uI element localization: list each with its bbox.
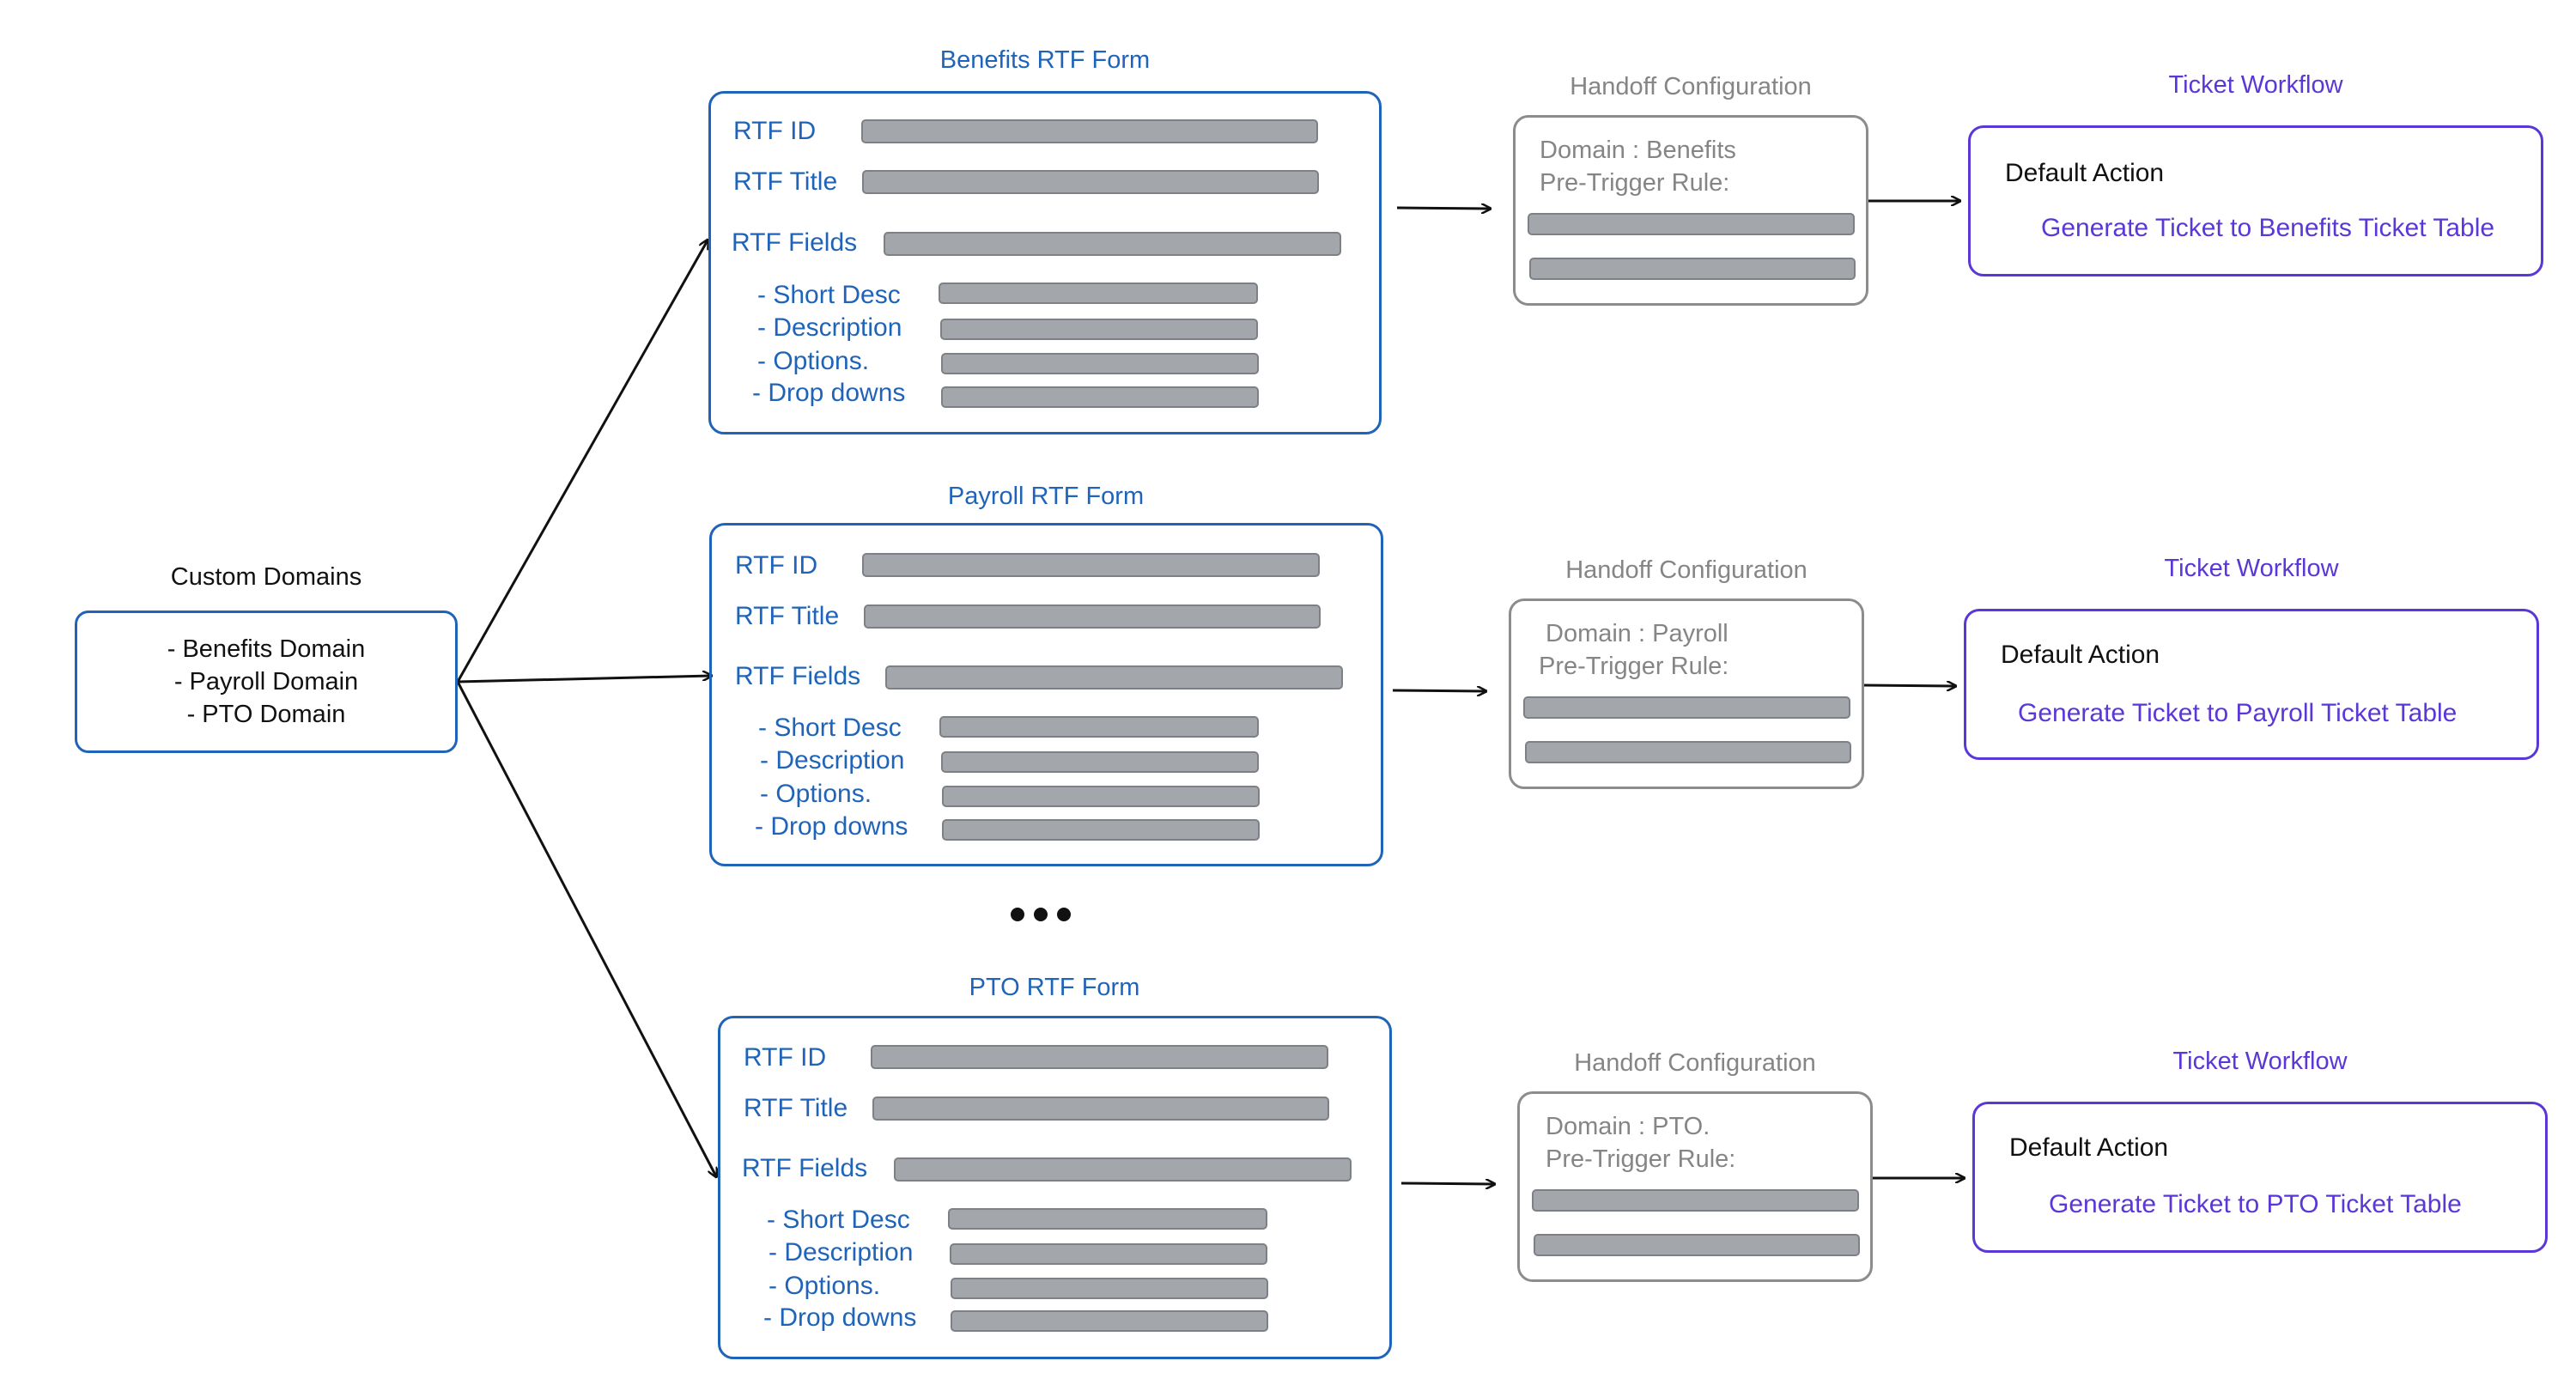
benefits-ticket-workflow: Default Action Generate Ticket to Benefi… (1968, 125, 2543, 276)
pto-handoff-title: Handoff Configuration (1574, 1049, 1816, 1077)
rtf-title-field[interactable] (872, 1097, 1329, 1121)
drop-downs-label: - Drop downs (755, 812, 908, 841)
description-field[interactable] (941, 751, 1259, 773)
arrow-payroll-form-to-handoff (1392, 690, 1485, 691)
domain-item-pto: - PTO Domain (186, 701, 346, 728)
handoff-rule-field-2[interactable] (1534, 1234, 1860, 1256)
handoff-domain-text: Domain : Payroll (1546, 620, 1728, 647)
rtf-id-label: RTF ID (735, 551, 818, 580)
payroll-handoff-config: Domain : Payroll Pre-Trigger Rule: (1509, 598, 1864, 789)
rtf-fields-field[interactable] (894, 1157, 1352, 1182)
options-field[interactable] (951, 1278, 1268, 1299)
benefits-rtf-form: RTF ID RTF Title RTF Fields - Short Desc… (708, 91, 1382, 434)
custom-domains-title: Custom Domains (170, 563, 362, 591)
drop-downs-label: - Drop downs (752, 379, 906, 407)
short-desc-field[interactable] (939, 282, 1258, 304)
generate-ticket-text: Generate Ticket to Payroll Ticket Table (2018, 699, 2458, 727)
handoff-rule-text: Pre-Trigger Rule: (1539, 653, 1729, 680)
generate-ticket-text: Generate Ticket to Benefits Ticket Table (2041, 214, 2495, 242)
rtf-title-label: RTF Title (735, 602, 840, 630)
rtf-id-field[interactable] (862, 553, 1320, 577)
rtf-title-label: RTF Title (733, 167, 838, 196)
handoff-rule-text: Pre-Trigger Rule: (1546, 1145, 1736, 1173)
description-field[interactable] (950, 1243, 1267, 1265)
handoff-domain-text: Domain : PTO. (1546, 1113, 1710, 1140)
options-label: - Options. (769, 1272, 881, 1300)
drop-downs-field[interactable] (951, 1310, 1268, 1332)
short-desc-label: - Short Desc (767, 1206, 910, 1234)
rtf-id-label: RTF ID (733, 117, 817, 145)
arrow-benefits-form-to-handoff (1396, 208, 1490, 209)
benefits-handoff-title: Handoff Configuration (1570, 73, 1812, 100)
ellipsis-dot-3 (1057, 908, 1071, 921)
benefits-workflow-title: Ticket Workflow (2168, 71, 2343, 99)
domain-item-payroll: - Payroll Domain (173, 668, 359, 696)
benefits-form-title: Benefits RTF Form (939, 46, 1151, 74)
arrow-domains-to-payroll-form (457, 676, 711, 683)
payroll-workflow-title: Ticket Workflow (2164, 555, 2339, 582)
ellipsis-dot-1 (1011, 908, 1024, 921)
short-desc-label: - Short Desc (757, 281, 901, 309)
payroll-handoff-title: Handoff Configuration (1565, 556, 1807, 584)
options-field[interactable] (941, 353, 1259, 374)
arrow-payroll-handoff-to-workflow (1862, 685, 1955, 686)
description-field[interactable] (940, 319, 1258, 340)
handoff-domain-text: Domain : Benefits (1540, 137, 1736, 164)
pto-form-title: PTO RTF Form (969, 974, 1140, 1001)
arrow-domains-to-pto-form (456, 681, 716, 1176)
drop-downs-label: - Drop downs (763, 1303, 917, 1332)
pto-workflow-title: Ticket Workflow (2172, 1048, 2348, 1075)
options-field[interactable] (942, 786, 1260, 807)
rtf-fields-field[interactable] (885, 665, 1343, 690)
payroll-form-title: Payroll RTF Form (947, 483, 1145, 510)
handoff-rule-text: Pre-Trigger Rule: (1540, 169, 1730, 197)
custom-domains-box: - Benefits Domain - Payroll Domain - PTO… (75, 611, 458, 753)
rtf-fields-label: RTF Fields (742, 1154, 868, 1182)
drop-downs-field[interactable] (941, 386, 1259, 408)
pto-rtf-form: RTF ID RTF Title RTF Fields - Short Desc… (718, 1016, 1392, 1359)
rtf-id-field[interactable] (871, 1045, 1328, 1069)
rtf-id-label: RTF ID (744, 1043, 827, 1072)
ellipsis-dot-2 (1034, 908, 1048, 921)
pto-ticket-workflow: Default Action Generate Ticket to PTO Ti… (1972, 1102, 2548, 1253)
pto-handoff-config: Domain : PTO. Pre-Trigger Rule: (1517, 1091, 1873, 1282)
default-action-label: Default Action (2001, 641, 2160, 669)
default-action-label: Default Action (2009, 1133, 2169, 1162)
rtf-fields-field[interactable] (884, 232, 1341, 256)
payroll-rtf-form: RTF ID RTF Title RTF Fields - Short Desc… (709, 523, 1383, 866)
handoff-rule-field-1[interactable] (1523, 696, 1850, 719)
description-label: - Description (757, 313, 902, 342)
handoff-rule-field-1[interactable] (1532, 1189, 1859, 1212)
payroll-ticket-workflow: Default Action Generate Ticket to Payrol… (1964, 609, 2539, 760)
rtf-title-label: RTF Title (744, 1094, 848, 1122)
rtf-fields-label: RTF Fields (732, 228, 858, 257)
domain-item-benefits: - Benefits Domain (167, 635, 366, 663)
arrow-domains-to-benefits-form (456, 240, 708, 683)
rtf-title-field[interactable] (862, 170, 1319, 194)
rtf-id-field[interactable] (861, 119, 1318, 143)
benefits-handoff-config: Domain : Benefits Pre-Trigger Rule: (1513, 115, 1868, 306)
options-label: - Options. (760, 780, 872, 808)
short-desc-label: - Short Desc (758, 714, 902, 742)
arrow-pto-form-to-handoff (1400, 1183, 1494, 1184)
options-label: - Options. (757, 347, 870, 375)
handoff-rule-field-1[interactable] (1528, 213, 1855, 235)
handoff-rule-field-2[interactable] (1525, 741, 1851, 763)
short-desc-field[interactable] (948, 1208, 1267, 1230)
handoff-rule-field-2[interactable] (1529, 258, 1856, 280)
rtf-fields-label: RTF Fields (735, 662, 861, 690)
rtf-title-field[interactable] (864, 604, 1321, 629)
description-label: - Description (760, 746, 905, 775)
drop-downs-field[interactable] (942, 819, 1260, 841)
generate-ticket-text: Generate Ticket to PTO Ticket Table (2049, 1190, 2462, 1218)
default-action-label: Default Action (2005, 159, 2165, 187)
short-desc-field[interactable] (939, 716, 1259, 738)
description-label: - Description (769, 1238, 914, 1267)
